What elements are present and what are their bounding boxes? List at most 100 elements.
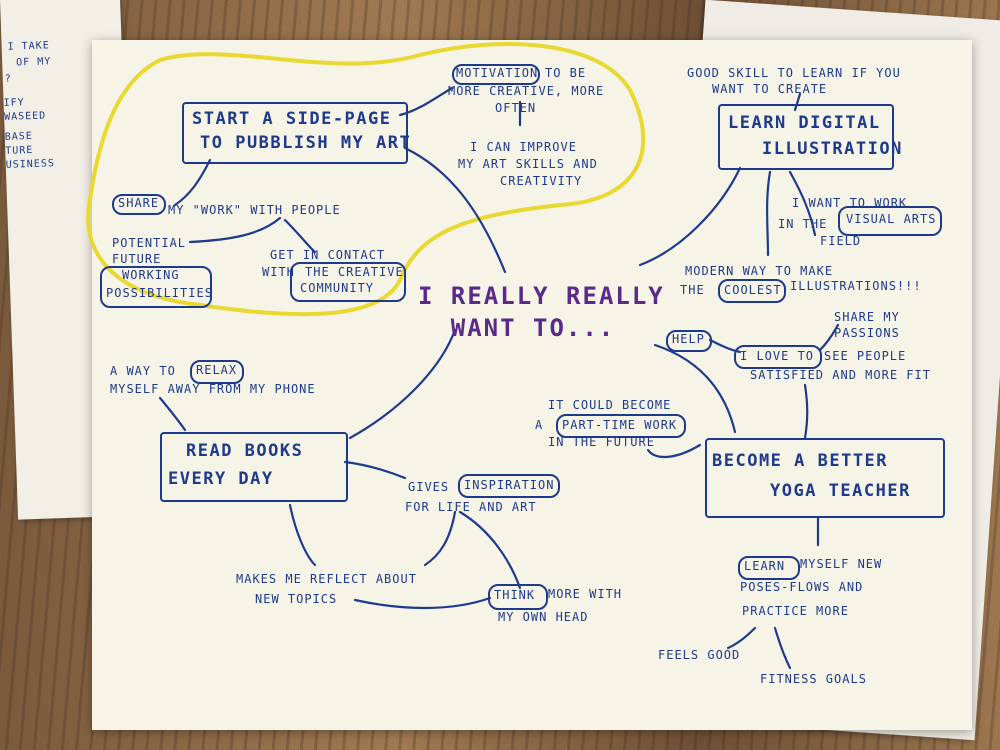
link-inspiration-reflect (423, 510, 457, 567)
cloud-help (666, 330, 712, 352)
help-cloud-text: HELP (672, 332, 705, 346)
part-time-cloud-text: PART-TIME WORK (562, 418, 678, 432)
node-digital-line-2: ILLUSTRATION (762, 139, 903, 159)
love-to-cloud-text: I LOVE TO (740, 349, 815, 363)
link-digital-modern (766, 170, 772, 257)
link-goodskill-digital (793, 92, 802, 112)
center-topic: I REALLY REALLY WANT TO... (418, 280, 665, 344)
good-skill-line-2: WANT TO CREATE (712, 82, 828, 96)
relax-line-1a: A WAY TO (110, 364, 176, 378)
node-side-page-box (182, 102, 408, 164)
contact-line-2: WITH (262, 265, 295, 279)
node-yoga-line-1: BECOME A BETTER (712, 451, 889, 471)
learn-line-2: POSES-FLOWS AND (740, 580, 864, 594)
link-sidepage-motivation (398, 86, 454, 117)
node-yoga-box (705, 438, 945, 518)
cloud-share (112, 194, 166, 215)
fitness-goals: FITNESS GOALS (760, 672, 867, 686)
share-passions-line-2: PASSIONS (834, 326, 900, 340)
modern-line-2b: ILLUSTRATIONS!!! (790, 279, 922, 293)
contact-cloud-text: THE CREATIVE (305, 265, 404, 279)
learn-cloud-text: LEARN (744, 559, 786, 573)
link-center-digital (638, 166, 742, 267)
reflect-line-1: MAKES ME REFLECT ABOUT (236, 572, 417, 586)
link-share-contact (283, 218, 317, 254)
relax-cloud-text: RELAX (196, 363, 238, 377)
inspiration-line-2: FOR LIFE AND ART (405, 500, 537, 514)
cloud-motivation (452, 64, 540, 85)
think-line-2: MY OWN HEAD (498, 610, 589, 624)
potential-line-2: FUTURE (112, 252, 162, 266)
center-line-1: I REALLY REALLY (418, 282, 665, 310)
link-yoga-parttime (646, 443, 702, 458)
contact-line-3: COMMUNITY (300, 281, 375, 295)
link-learn-feelsgood (726, 626, 757, 650)
link-share-potential (188, 216, 282, 244)
improve-line-1: I CAN IMPROVE (470, 140, 577, 154)
learn-line-3: PRACTICE MORE (742, 604, 849, 618)
node-side-page-line-2: TO PUBBLISH MY ART (200, 133, 412, 153)
node-books-line-1: READ BOOKS (186, 441, 304, 461)
feels-good: FEELS GOOD (658, 648, 741, 662)
cloud-i-love-to (734, 345, 822, 369)
good-skill-line-1: GOOD SKILL TO LEARN IF YOU (687, 66, 901, 80)
potential-line-3: WORKING (122, 268, 180, 282)
link-books-inspiration (343, 460, 407, 480)
improve-line-2: MY ART SKILLS AND (458, 157, 598, 171)
cloud-visual-arts (838, 206, 942, 236)
visual-arts-cloud-text: VISUAL ARTS (846, 212, 937, 226)
link-center-yoga (653, 343, 737, 434)
cloud-part-time-work (556, 414, 686, 438)
cloud-inspiration (458, 474, 560, 498)
motivation-line-2: MORE CREATIVE, MORE (448, 84, 605, 98)
share-passions-line-1: SHARE MY (834, 310, 900, 324)
center-line-2: WANT TO... (450, 314, 616, 342)
contact-line-1: GET IN CONTACT (270, 248, 386, 262)
link-sidepage-share (173, 158, 212, 207)
highlight-outline (86, 42, 646, 317)
share-word: SHARE (118, 196, 160, 210)
node-digital-line-1: LEARN DIGITAL (728, 113, 881, 133)
link-center-sidepage (403, 146, 507, 274)
modern-cloud-text: COOLEST (724, 283, 782, 297)
modern-line-1: MODERN WAY TO MAKE (685, 264, 834, 278)
motivation-word: MOTIVATION (456, 66, 539, 80)
inspiration-cloud-text: INSPIRATION (464, 478, 555, 492)
improve-line-3: CREATIVITY (500, 174, 583, 188)
part-time-line-1: IT COULD BECOME (548, 398, 672, 412)
think-cloud-text: THINK (494, 588, 536, 602)
modern-line-2a: THE (680, 283, 705, 297)
node-side-page-line-1: START A SIDE-PAGE (192, 109, 392, 129)
inspiration-line-1a: GIVES (408, 480, 450, 494)
part-time-line-3: IN THE FUTURE (548, 435, 655, 449)
cloud-think (488, 584, 548, 610)
link-inspiration-think (458, 510, 522, 590)
potential-line-4: POSSIBILITIES (106, 286, 213, 300)
link-love-yoga (803, 383, 809, 440)
link-books-reflect (288, 503, 317, 567)
link-reflect-think (353, 596, 492, 610)
visual-arts-line-3: FIELD (820, 234, 862, 248)
node-books-line-2: EVERY DAY (168, 469, 274, 489)
part-time-line-2a: A (535, 418, 544, 432)
love-to-rest: SEE PEOPLE (824, 349, 907, 363)
think-line-1b: MORE WITH (548, 587, 623, 601)
motivation-rest: TO BE (545, 66, 587, 80)
learn-rest: MYSELF NEW (800, 557, 883, 571)
cloud-coolest (718, 279, 786, 303)
share-rest: MY "WORK" WITH PEOPLE (168, 203, 341, 217)
node-digital-box (718, 104, 894, 170)
link-digital-visual (788, 170, 817, 237)
visual-arts-line-2: IN THE (778, 217, 828, 231)
link-love-share (818, 323, 840, 352)
cloud-potential (100, 266, 212, 308)
node-books-box (160, 432, 348, 502)
link-learn-fitness (773, 626, 792, 670)
cloud-creative-community (290, 262, 406, 302)
link-center-books (348, 328, 457, 440)
relax-line-2: MYSELF AWAY FROM MY PHONE (110, 382, 316, 396)
love-to-line-2: SATISFIED AND MORE FIT (750, 368, 931, 382)
potential-line-1: POTENTIAL (112, 236, 187, 250)
